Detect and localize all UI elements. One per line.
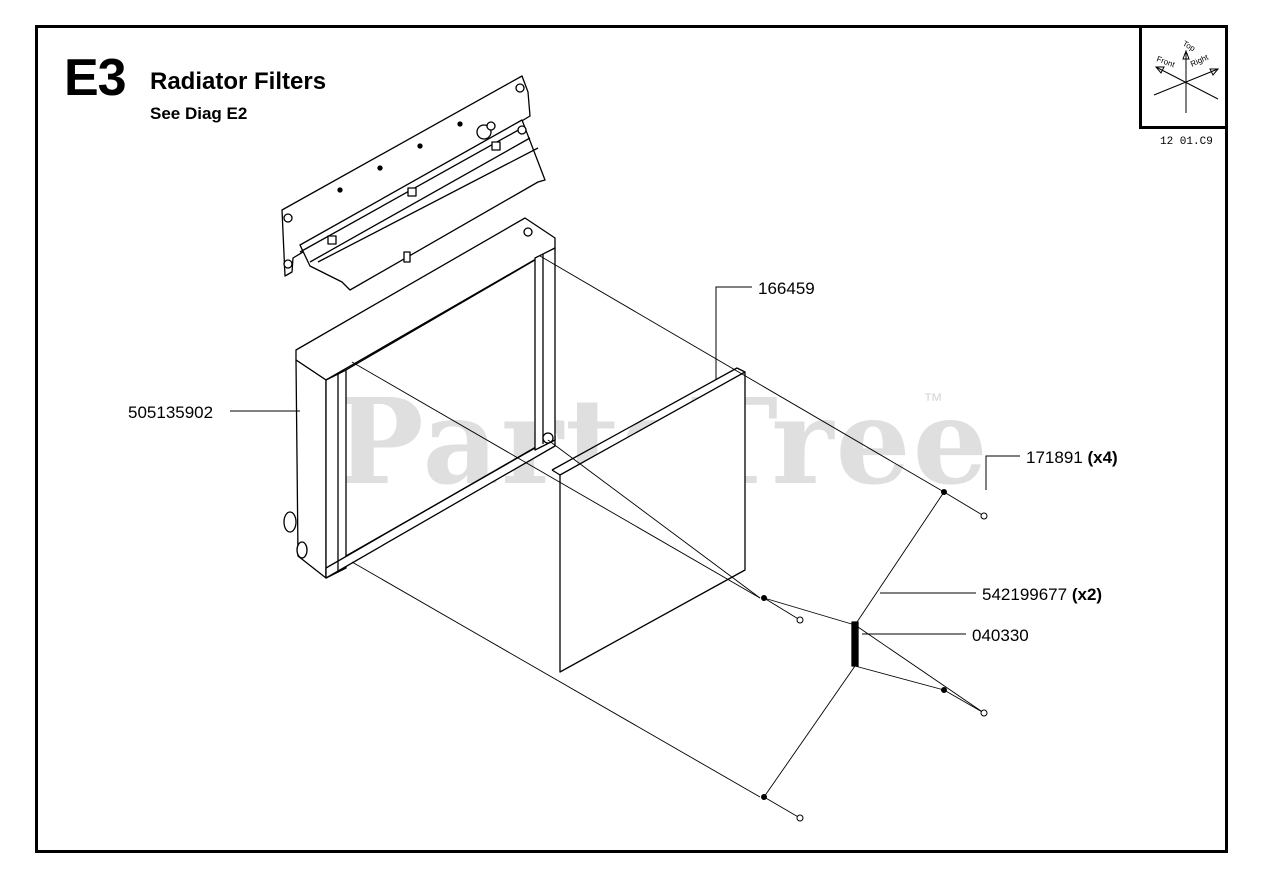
filter-panel (551, 367, 746, 673)
watermark-trademark: ™ (923, 390, 943, 412)
diagram-id: E3 (64, 49, 127, 107)
part-label-171891[interactable]: 171891 (x4) (1026, 448, 1118, 467)
part-label-542199677[interactable]: 542199677 (x2) (982, 585, 1103, 604)
orientation-box: Top Front Right (1139, 25, 1228, 129)
diagram-frame (35, 25, 1228, 853)
fasteners-171891 (761, 489, 988, 822)
strap-040330 (851, 621, 859, 667)
part-label-505135902[interactable]: 505135902 (128, 403, 214, 422)
part-label-166459[interactable]: 166459 (758, 279, 815, 298)
diagram-subtitle-link[interactable]: See Diag E2 (150, 104, 248, 123)
diagram-title: Radiator Filters (150, 68, 327, 95)
mounting-bracket (281, 75, 546, 291)
radiator-frame (283, 217, 556, 579)
orientation-axes-icon: Top Front Right (1153, 39, 1220, 113)
revision-code: 12 01.C9 (1160, 136, 1213, 148)
part-label-040330[interactable]: 040330 (972, 626, 1029, 645)
